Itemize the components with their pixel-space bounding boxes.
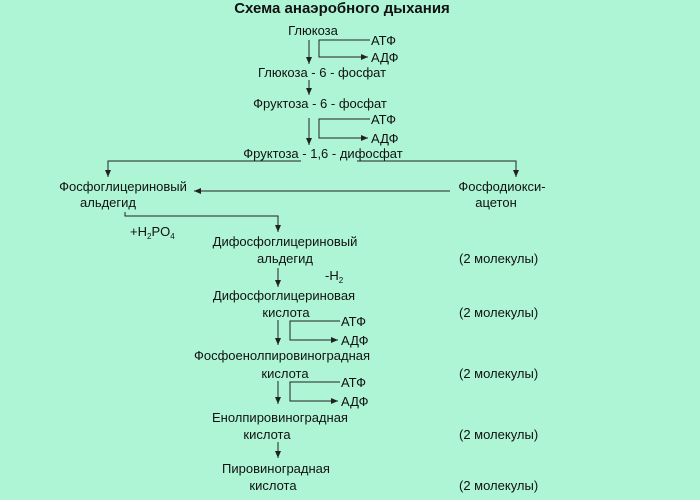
label-atp-2: АТФ xyxy=(371,112,397,127)
node-pep-line2: кислота xyxy=(261,366,309,381)
node-dpga-line1: Дифосфоглицериновый xyxy=(212,234,358,249)
node-pyruvic-line2: кислота xyxy=(249,478,297,493)
node-glucose-6-phosphate: Глюкоза - 6 - фосфат xyxy=(257,65,387,80)
label-adp-1: АДФ xyxy=(371,50,399,65)
label-atp-1: АТФ xyxy=(371,33,397,48)
label-atp-3: АТФ xyxy=(341,314,367,329)
node-glucose: Глюкоза xyxy=(288,23,338,38)
label-two-molecules-2: (2 молекулы) xyxy=(459,305,539,320)
atp-bracket-1 xyxy=(318,39,370,60)
node-fructose-1-6-diphosphate: Фруктоза - 1,6 - дифосфат xyxy=(243,146,403,161)
node-dpgacid-line1: Дифосфоглицериновая xyxy=(212,288,356,303)
node-pep-line1: Фосфоенолпировиноградная xyxy=(193,348,371,363)
atp-bracket-2 xyxy=(318,118,370,141)
node-enolpyr-line2: кислота xyxy=(243,427,291,442)
arrow-split-right xyxy=(357,160,519,177)
node-pga-line2: альдегид xyxy=(80,195,136,210)
atp-bracket-3 xyxy=(289,320,340,343)
label-adp-2: АДФ xyxy=(371,131,399,146)
label-adp-3: АДФ xyxy=(341,333,369,348)
label-two-molecules-5: (2 молекулы) xyxy=(459,478,539,493)
node-fructose-6-phosphate: Фруктоза - 6 - фосфат xyxy=(253,96,387,111)
node-pga-line1: Фосфоглицериновый xyxy=(59,179,187,194)
atp-bracket-4 xyxy=(289,381,340,404)
node-dpga-line2: альдегид xyxy=(257,251,313,266)
node-dpgacid-line2: кислота xyxy=(262,305,310,320)
node-dhap-line1: Фосфодиокси- xyxy=(458,179,546,194)
node-pyruvic-line1: Пировиноградная xyxy=(222,461,330,476)
label-two-molecules-3: (2 молекулы) xyxy=(459,366,539,381)
diagram-title: Схема анаэробного дыхания xyxy=(234,0,450,17)
label-minus-h2: -H2 xyxy=(325,268,344,285)
arrow-split-left xyxy=(105,160,301,177)
label-two-molecules-1: (2 молекулы) xyxy=(459,251,539,266)
label-two-molecules-4: (2 молекулы) xyxy=(459,427,539,442)
label-atp-4: АТФ xyxy=(341,375,367,390)
node-dhap-line2: ацетон xyxy=(475,195,517,210)
node-enolpyr-line1: Енолпировиноградная xyxy=(212,410,348,425)
arrow-pga-dpga xyxy=(124,212,281,232)
label-phosphoric-acid: +H2PO4 xyxy=(130,224,175,241)
label-adp-4: АДФ xyxy=(341,394,369,409)
